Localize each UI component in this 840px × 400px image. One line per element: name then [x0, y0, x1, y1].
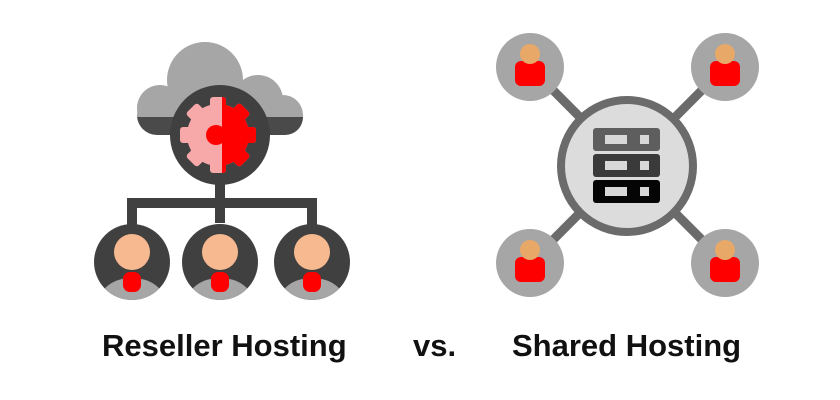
shared-hosting-icon	[496, 33, 759, 297]
user-avatar-icon	[691, 33, 759, 101]
gear-icon	[180, 97, 256, 173]
user-avatar-icon	[496, 33, 564, 101]
hierarchy-connectors	[127, 183, 317, 228]
user-avatar-icon	[274, 224, 350, 300]
vs-label: vs.	[413, 328, 457, 363]
user-avatar-icon	[496, 229, 564, 297]
reseller-hosting-icon	[94, 42, 350, 300]
reseller-hosting-label: Reseller Hosting	[102, 328, 347, 363]
shared-hosting-label: Shared Hosting	[512, 328, 742, 363]
server-icon	[593, 128, 660, 203]
shared-users	[496, 33, 759, 297]
user-avatar-icon	[182, 224, 258, 300]
reseller-users	[94, 224, 350, 300]
user-avatar-icon	[691, 229, 759, 297]
user-avatar-icon	[94, 224, 170, 300]
